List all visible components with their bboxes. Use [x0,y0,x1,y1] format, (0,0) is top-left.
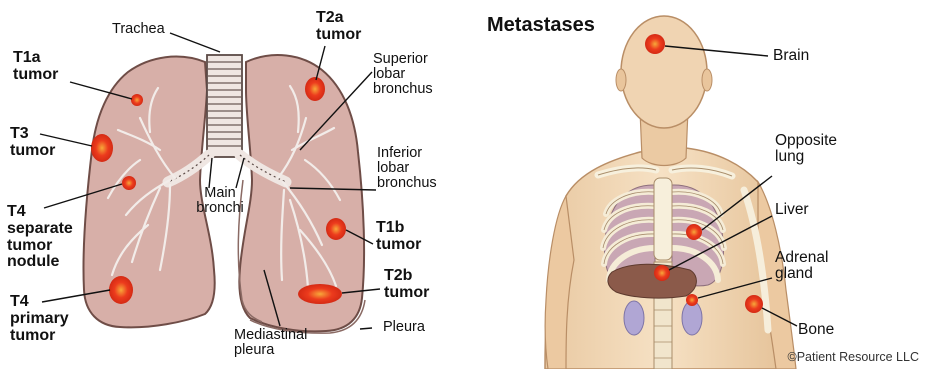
label-bone: Bone [798,322,834,338]
kidney-right [682,301,702,335]
label-pleura: Pleura [383,320,425,335]
copyright-credit: ©Patient Resource LLC [787,350,919,364]
label-brain: Brain [773,48,809,64]
label-trachea: Trachea [112,22,165,37]
head [621,16,707,128]
body-figure [545,16,797,369]
tumor-brain [645,34,665,54]
tumor-t2b [298,284,342,304]
sternum [654,178,672,260]
tumor-t1a [131,94,143,106]
tumor-t2a [305,77,325,101]
kidney-left [624,301,644,335]
liver [608,264,696,298]
tumor-liver [654,265,670,281]
lung-diagram [40,33,380,333]
tumor-adrenal [686,294,698,306]
tumor-t1b [326,218,346,240]
label-liver: Liver [775,202,809,218]
trachea [207,55,242,157]
tumor-bone [745,295,763,313]
metastases-title: Metastases [487,14,595,37]
tumor-opposite-lung [686,224,702,240]
tumor-t3 [91,134,113,162]
tumor-t4-nodule [122,176,136,190]
tumor-t4-primary [109,276,133,304]
